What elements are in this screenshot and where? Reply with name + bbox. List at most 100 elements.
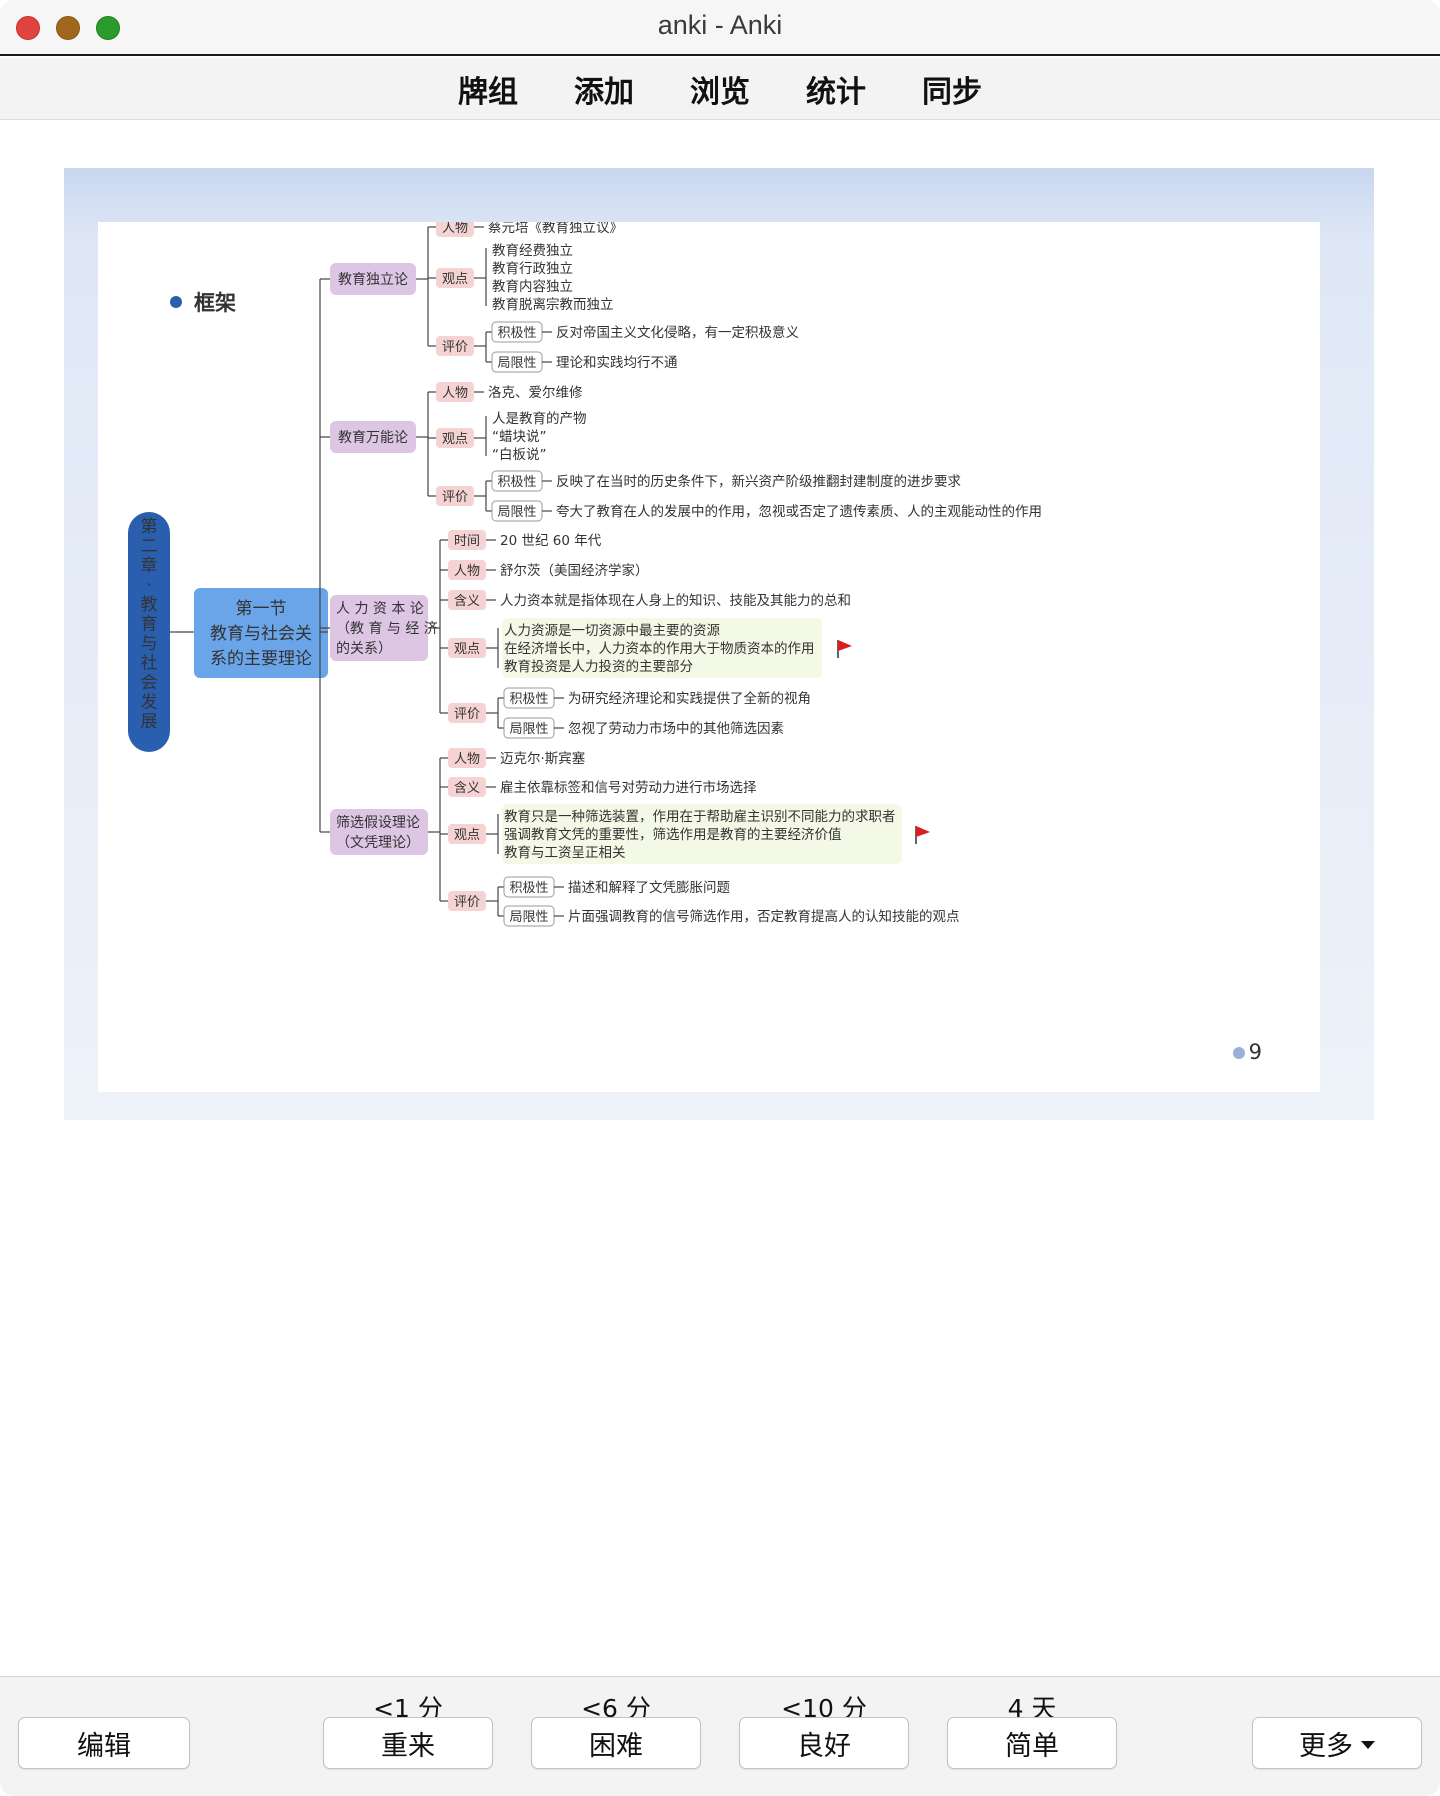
sub-text: 夸大了教育在人的发展中的作用，忽视或否定了遗传素质、人的主观能动性的作用	[556, 504, 1042, 520]
sub-text: 理论和实践均行不通	[556, 355, 678, 371]
heading-bullet-icon	[170, 296, 182, 308]
node-text: 强调教育文凭的重要性，筛选作用是教育的主要经济价值	[504, 827, 842, 843]
node-text: 洛克、爱尔维修	[488, 385, 583, 401]
title-bar: anki - Anki	[0, 0, 1440, 56]
page-dot-icon	[1232, 1047, 1245, 1059]
mindmap-page: 框架 第二章·教育与社会发展 第一节 教育与社会关 系的主要理论 教育独立论人物…	[98, 217, 1320, 1092]
theory-name: （文凭理论）	[336, 835, 420, 851]
good-button[interactable]: 良好	[739, 1717, 909, 1769]
node-text: 教育经费独立	[492, 243, 573, 259]
tag-box	[448, 891, 486, 911]
chapter-char: 育	[141, 615, 158, 635]
sub-text: 反映了在当时的历史条件下，新兴资产阶级推翻封建制度的进步要求	[556, 473, 961, 490]
page-number: 9	[1232, 1040, 1262, 1064]
tag-label: 观点	[442, 432, 468, 447]
section-box	[194, 588, 328, 678]
again-button[interactable]: 重来	[323, 1717, 493, 1769]
tag-box	[448, 638, 486, 658]
node-text: 教育脱离宗教而独立	[492, 296, 614, 313]
theory-box	[330, 809, 428, 855]
node-text: 教育内容独立	[492, 278, 573, 295]
node-text: 人是教育的产物	[492, 411, 587, 427]
tag-box	[448, 824, 486, 844]
sub-text: 反对帝国主义文化侵略，有一定积极意义	[556, 324, 799, 341]
tag-box	[436, 382, 474, 402]
node-text: 在经济增长中，人力资本的作用大于物质资本的作用	[504, 641, 815, 657]
main-toolbar: 牌组 添加 浏览 统计 同步	[0, 58, 1440, 120]
theory-name: 人 力 资 本 论	[336, 601, 424, 617]
node-text: 20 世纪 60 年代	[500, 533, 602, 549]
node-text: 人力资源是一切资源中最主要的资源	[504, 623, 720, 639]
chapter-pill	[128, 512, 170, 752]
sub-text: 忽视了劳动力市场中的其他筛选因素	[568, 720, 784, 737]
sub-tag-label: 积极性	[509, 881, 548, 896]
theory-box	[330, 263, 416, 295]
sub-tag-label: 局限性	[497, 505, 536, 520]
tag-label: 评价	[442, 490, 468, 505]
more-button[interactable]: 更多	[1252, 1717, 1422, 1769]
node-text: 迈克尔·斯宾塞	[500, 750, 586, 767]
node-text: 人力资本就是指体现在人身上的知识、技能及其能力的总和	[500, 592, 851, 609]
sub-tag-label: 局限性	[509, 910, 548, 925]
edit-button[interactable]: 编辑	[18, 1717, 190, 1769]
section-line-1: 第一节	[236, 599, 287, 619]
mindmap-branches: 教育独立论人物蔡元培《教育独立议》观点教育经费独立教育行政独立教育内容独立教育脱…	[319, 217, 1042, 927]
tag-label: 人物	[454, 564, 480, 579]
sub-text: 片面强调教育的信号筛选作用，否定教育提高人的认知技能的观点	[568, 908, 960, 925]
toolbar-sync[interactable]: 同步	[922, 74, 982, 110]
section-line-3: 系的主要理论	[210, 649, 312, 669]
node-text: “白板说”	[492, 447, 547, 463]
node-text: 舒尔茨（美国经济学家）	[500, 562, 649, 579]
tag-box	[436, 486, 474, 506]
chapter-char: 教	[141, 595, 158, 615]
node-text: 雇主依靠标签和信号对劳动力进行市场选择	[500, 779, 757, 796]
minimize-window-button[interactable]	[56, 16, 80, 40]
tag-box	[448, 530, 486, 550]
tag-box	[448, 777, 486, 797]
mindmap-diagram: 框架 第二章·教育与社会发展 第一节 教育与社会关 系的主要理论 教育独立论人物…	[128, 217, 1042, 927]
sub-tag-label: 积极性	[497, 475, 536, 490]
chevron-down-icon	[1361, 1741, 1375, 1749]
flag-icon	[838, 640, 852, 651]
node-text: 蔡元培《教育独立议》	[488, 222, 623, 236]
tag-box	[448, 703, 486, 723]
toolbar-stats[interactable]: 统计	[806, 74, 866, 110]
theory-name: （教 育 与 经 济	[336, 621, 438, 637]
tag-box	[448, 560, 486, 580]
toolbar-browse[interactable]: 浏览	[690, 74, 750, 110]
chapter-char: 第	[141, 517, 158, 537]
close-window-button[interactable]	[16, 16, 40, 40]
tag-box	[436, 336, 474, 356]
node-text: “蜡块说”	[492, 429, 547, 445]
tag-label: 评价	[454, 707, 480, 722]
chapter-char: 章	[141, 556, 158, 576]
chapter-char: 展	[141, 712, 158, 732]
sub-tag-label: 积极性	[497, 326, 536, 341]
chapter-char: 会	[141, 673, 158, 693]
toolbar-decks[interactable]: 牌组	[458, 74, 518, 110]
tag-box	[436, 217, 474, 237]
tag-label: 评价	[454, 895, 480, 910]
more-button-label: 更多	[1299, 1730, 1353, 1762]
hard-button[interactable]: 困难	[531, 1717, 701, 1769]
tag-label: 人物	[442, 222, 468, 236]
tag-label: 含义	[454, 780, 480, 796]
chapter-char: 社	[141, 654, 158, 674]
mindmap-heading: 框架	[194, 291, 236, 315]
tag-label: 含义	[454, 593, 480, 609]
node-text: 教育投资是人力投资的主要部分	[504, 659, 693, 675]
zoom-window-button[interactable]	[96, 16, 120, 40]
node-text: 教育只是一种筛选装置，作用在于帮助雇主识别不同能力的求职者	[504, 808, 896, 825]
node-text: 教育与工资呈正相关	[504, 845, 626, 861]
easy-button[interactable]: 简单	[947, 1717, 1117, 1769]
mindmap-image: 框架 第二章·教育与社会发展 第一节 教育与社会关 系的主要理论 教育独立论人物…	[64, 168, 1374, 1120]
window-title: anki - Anki	[657, 10, 783, 40]
theory-name: 教育独立论	[338, 272, 408, 288]
answer-bar: 编辑 <1 分 重来 <6 分 困难 <10 分 良好 4 天 简单 更多	[0, 1676, 1440, 1796]
tag-box	[436, 268, 474, 288]
tag-label: 人物	[454, 752, 480, 767]
sub-tag-label: 局限性	[509, 722, 548, 737]
toolbar-add[interactable]: 添加	[574, 74, 634, 110]
node-text: 教育行政独立	[492, 261, 573, 277]
tag-box	[436, 428, 474, 448]
